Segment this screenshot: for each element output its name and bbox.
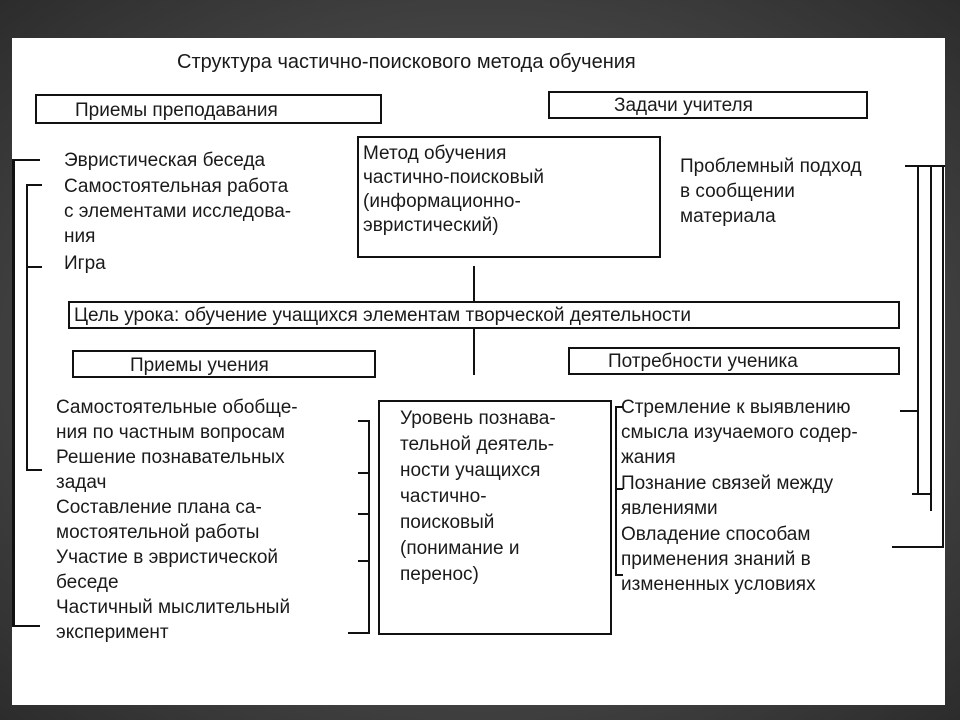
learning-methods-header-box: Приемы учения — [72, 350, 376, 378]
bracket-line — [26, 266, 42, 268]
bracket-line — [930, 165, 932, 511]
student-needs-header-box: Потребности ученика — [568, 347, 900, 375]
bracket-line — [892, 546, 944, 548]
student-needs-header: Потребности ученика — [608, 351, 798, 372]
learning-methods-header: Приемы учения — [130, 355, 269, 376]
teacher-tasks-text: Проблемный подход в сообщении материала — [680, 156, 862, 227]
learning-method-item: Составление плана са- мостоятельной рабо… — [56, 497, 262, 543]
bracket-line — [900, 410, 919, 412]
cognitive-level-box: Уровень познава- тельной деятель- ности … — [378, 400, 612, 635]
learning-method-item: Самостоятельные обобще- ния по частным в… — [56, 397, 298, 443]
bracket-line — [942, 165, 944, 547]
bracket-line — [615, 406, 623, 408]
lesson-goal-box: Цель урока: обучение учащихся элементам … — [68, 301, 900, 329]
connector-line — [473, 329, 475, 375]
teaching-method-item: Эвристическая беседа — [64, 150, 266, 171]
bracket-line — [368, 420, 370, 634]
student-need-item: Познание связей между явлениями — [621, 473, 834, 519]
learning-method-item: Участие в эвристической беседе — [56, 547, 279, 593]
learning-method-item: Частичный мыслительный эксперимент — [56, 597, 291, 643]
bracket-line — [358, 472, 370, 474]
teacher-tasks-header: Задачи учителя — [614, 95, 753, 116]
bracket-line — [905, 165, 945, 167]
bracket-line — [615, 406, 617, 576]
slide: Структура частично-поискового метода обу… — [12, 38, 945, 705]
diagram-title: Структура частично-поискового метода обу… — [177, 51, 636, 73]
bracket-line — [26, 184, 28, 470]
center-method-text: Метод обучения частично-поисковый (инфор… — [363, 143, 544, 236]
center-method-box: Метод обучения частично-поисковый (инфор… — [357, 136, 661, 258]
bracket-line — [615, 574, 623, 576]
teacher-tasks-header-box: Задачи учителя — [548, 91, 868, 119]
bracket-line — [358, 560, 370, 562]
teaching-methods-header-box: Приемы преподавания — [35, 94, 382, 124]
lesson-goal-text: Цель урока: обучение учащихся элементам … — [74, 305, 691, 326]
bracket-line — [912, 493, 932, 495]
connector-line — [473, 266, 475, 302]
student-need-item: Стремление к выявлению смысла изучаемого… — [621, 397, 858, 468]
bracket-line — [12, 159, 40, 161]
bracket-line — [358, 420, 370, 422]
bracket-line — [12, 625, 40, 627]
bracket-line — [348, 632, 370, 634]
bracket-line — [12, 159, 15, 627]
learning-method-item: Решение познавательных задач — [56, 447, 285, 493]
teaching-methods-header: Приемы преподавания — [75, 100, 278, 121]
bracket-line — [917, 165, 919, 495]
teaching-method-item: Самостоятельная работа с элементами иссл… — [64, 176, 292, 247]
bracket-line — [26, 469, 42, 471]
student-need-item: Овладение способам применения знаний в и… — [621, 524, 816, 595]
bracket-line — [26, 184, 42, 186]
teaching-method-item: Игра — [64, 253, 106, 274]
bracket-line — [615, 488, 623, 490]
bracket-line — [358, 513, 370, 515]
cognitive-level-text: Уровень познава- тельной деятель- ности … — [400, 408, 556, 585]
